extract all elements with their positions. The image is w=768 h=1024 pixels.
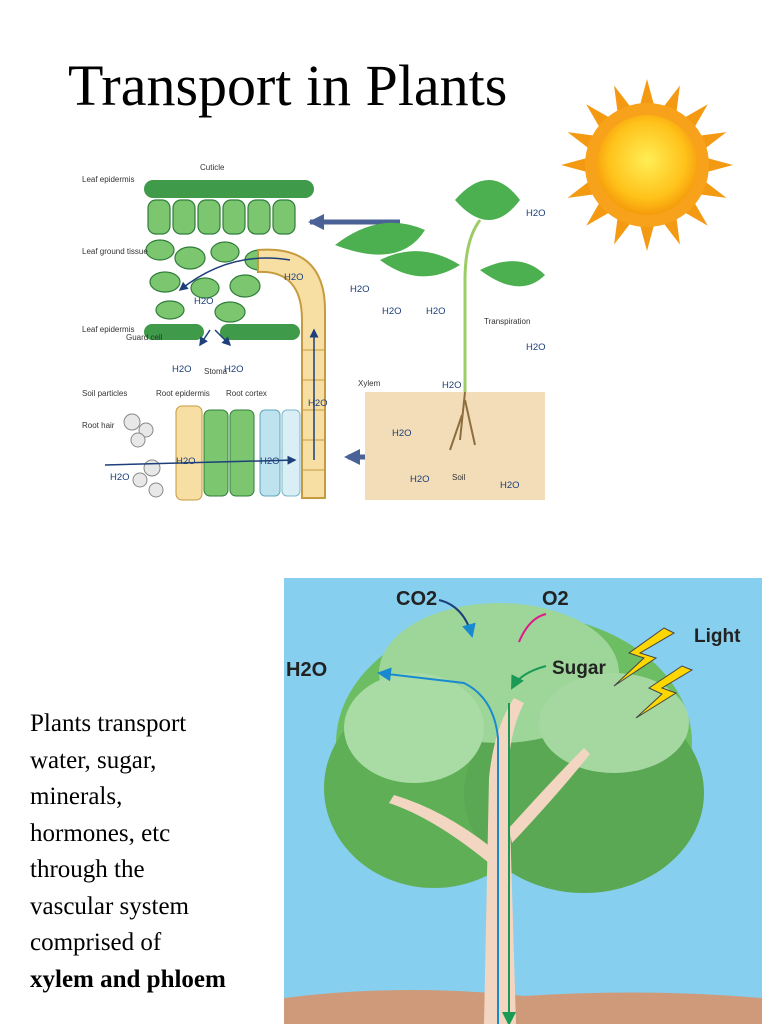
svg-text:H2O: H2O	[194, 296, 214, 307]
svg-text:H2O: H2O	[286, 659, 327, 681]
tree-transport-diagram: CO2 O2 Light Sugar H2O	[284, 578, 762, 1024]
svg-text:H2O: H2O	[284, 272, 304, 283]
tree-trunk	[389, 698, 590, 1024]
svg-text:H2O: H2O	[224, 364, 244, 375]
body-line: comprised of	[30, 929, 162, 956]
svg-text:Light: Light	[694, 626, 741, 647]
svg-text:CO2: CO2	[396, 588, 437, 610]
soil-block	[365, 392, 545, 500]
page-title: Transport in Plants	[68, 53, 508, 118]
svg-text:H2O: H2O	[110, 472, 130, 483]
root-epidermis	[175, 405, 203, 501]
svg-text:H2O: H2O	[526, 342, 546, 353]
svg-text:Guard cell: Guard cell	[126, 333, 163, 342]
body-line: minerals,	[30, 783, 123, 810]
svg-text:H2O: H2O	[260, 456, 280, 467]
leaf-epidermis-top	[144, 180, 314, 198]
ground	[284, 989, 762, 1024]
svg-text:H2O: H2O	[308, 398, 328, 409]
svg-text:Sugar: Sugar	[552, 658, 606, 679]
svg-text:Leaf epidermis: Leaf epidermis	[82, 175, 134, 184]
leaf-epidermis-bottom	[144, 324, 300, 340]
body-line-bold: xylem and phloem	[30, 965, 226, 993]
svg-text:Stoma: Stoma	[204, 367, 228, 376]
svg-text:Leaf epidermis: Leaf epidermis	[82, 325, 134, 334]
svg-text:H2O: H2O	[176, 456, 196, 467]
svg-text:H2O: H2O	[392, 428, 412, 439]
svg-text:H2O: H2O	[172, 364, 192, 375]
water-transport-diagram: Cuticle Leaf epidermis Leaf ground tissu…	[82, 163, 546, 501]
plant-leaves	[335, 180, 545, 287]
svg-text:Root epidermis: Root epidermis	[156, 389, 210, 398]
svg-text:Root hair: Root hair	[82, 421, 115, 430]
svg-text:H2O: H2O	[426, 306, 446, 317]
svg-text:Soil: Soil	[452, 473, 466, 482]
svg-text:H2O: H2O	[382, 306, 402, 317]
svg-text:H2O: H2O	[526, 208, 546, 219]
body-line: Plants transport	[30, 710, 187, 737]
svg-text:Leaf ground tissue: Leaf ground tissue	[82, 247, 148, 256]
svg-text:H2O: H2O	[350, 284, 370, 295]
body-line: through the	[30, 856, 145, 883]
svg-text:H2O: H2O	[442, 380, 462, 391]
svg-text:O2: O2	[542, 588, 569, 610]
body-line: hormones, etc	[30, 819, 171, 847]
svg-text:Xylem: Xylem	[358, 379, 381, 388]
svg-text:Cuticle: Cuticle	[200, 163, 225, 172]
endodermis	[259, 409, 281, 497]
lightning-icon	[613, 627, 694, 719]
soil-particles	[123, 413, 164, 498]
svg-text:H2O: H2O	[500, 480, 520, 491]
leaf-ground-tissue	[145, 199, 296, 323]
svg-text:Soil particles: Soil particles	[82, 389, 127, 398]
root-cortex	[203, 409, 255, 497]
body-text: Plants transport water, sugar, minerals,…	[30, 706, 280, 998]
svg-text:Root cortex: Root cortex	[226, 389, 267, 398]
body-line: water, sugar,	[30, 746, 157, 774]
svg-text:Transpiration: Transpiration	[484, 317, 530, 326]
svg-text:H2O: H2O	[410, 474, 430, 485]
sun-icon	[561, 79, 733, 251]
body-line: vascular system	[30, 892, 189, 920]
xylem-tube	[257, 248, 326, 499]
